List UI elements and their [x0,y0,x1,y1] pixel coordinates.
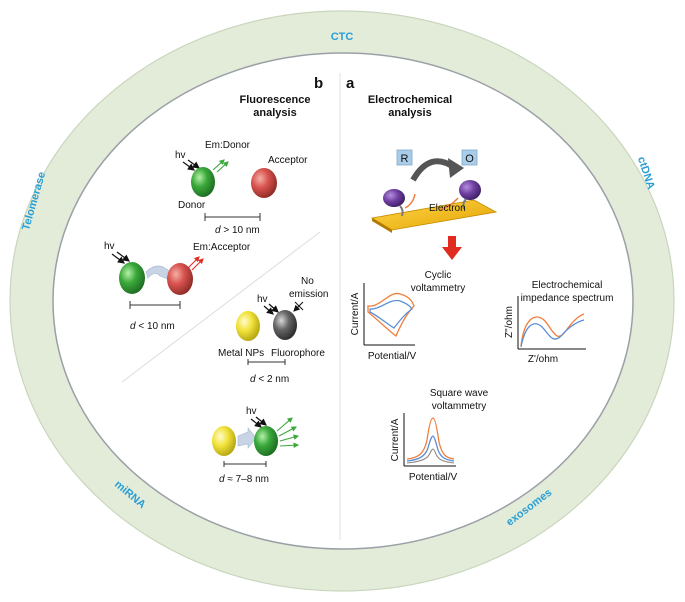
no-emission-label-1: No [301,276,314,287]
energy-transfer-arrow [237,427,257,449]
acceptor-sphere [167,263,193,295]
redox-arrowhead [448,158,464,178]
donor-sphere [191,167,215,197]
electrode-surface [370,199,498,231]
excitation-arrow [255,416,267,426]
swv-title-2: voltammetry [432,401,486,412]
emission-arrow-green [216,161,229,173]
enzyme-purple [383,189,405,207]
metal-nps-label: Metal NPs [218,348,264,359]
hv-label: hv [257,294,268,305]
eis-curve-orange [520,313,585,347]
panel-letter-a: a [346,75,355,92]
fluorescence-panel: Fluorescence analysis hv Em:Donor Donor … [104,94,328,485]
cv-title-1: Cyclic [425,270,452,281]
excitation-arrow [268,303,279,313]
donor-sphere [119,262,145,294]
metal-np-sphere [212,426,236,456]
panel-letter-b: b [314,75,323,92]
swv-curve-gray [406,448,455,464]
hv-label: hv [104,241,115,252]
acceptor-sphere [251,168,277,198]
excitation-arrow [116,251,130,262]
diagonal-divider [121,231,321,383]
electron-transfer-arrow [404,193,416,209]
electrochemical-title-line2: analysis [388,107,431,119]
down-arrow-shaft [448,236,456,248]
oxidized-label: O [465,153,474,165]
fluorophore-sphere [273,310,297,340]
fret-scenario-far: hv Em:Donor Donor Acceptor d > 10 nm [175,140,308,236]
block-mark [294,301,304,311]
eis-plot: Electrochemical impedance spectrum Z"/oh… [504,280,613,365]
electron-label: Electron [429,203,466,214]
fluorescence-title-line1: Fluorescence [240,94,311,106]
distance-label: d < 2 nm [250,374,289,385]
enzyme-stalk [399,205,404,217]
reduced-box [396,149,413,166]
fret-scenario-near: hv Em:Acceptor d < 10 nm [104,241,251,332]
eis-title-1: Electrochemical [532,280,603,291]
swv-ylabel: Current/A [390,418,401,461]
reduced-label: R [401,153,409,165]
eis-title-2: impedance spectrum [521,293,614,304]
metal-np-sphere [236,311,260,341]
distance-label: d < 10 nm [130,321,175,332]
blocked-emission-arrow [293,301,304,312]
cv-title-2: voltammetry [411,283,465,294]
hv-label: hv [175,150,186,161]
hv-label: hv [246,406,257,417]
cv-ylabel: Current/A [350,292,361,335]
excitation-arrow [187,159,200,169]
cv-plot: Cyclic voltammetry Current/A Potential/V [350,270,465,362]
enzyme-stalk [462,198,467,210]
swv-title-1: Square wave [430,388,489,399]
electrochemical-title-line1: Electrochemical [368,94,452,106]
cv-xlabel: Potential/V [368,351,417,362]
fluorophore-label: Fluorophore [271,348,325,359]
emission-arrow-green [278,426,297,437]
eis-xlabel: Z'/ohm [528,354,558,365]
swv-plot: Square wave voltammetry Current/A Potent… [390,388,489,483]
emission-arrow-green [279,442,300,448]
swv-xlabel: Potential/V [409,472,458,483]
emission-arrow-green [212,159,225,171]
enhancement-scenario: hv d ≈ 7–8 nm [212,406,300,485]
eis-curve-blue [520,319,585,348]
distance-label: d ≈ 7–8 nm [219,474,269,485]
fluorescence-title-line2: analysis [253,107,296,119]
emission-arrow-red [191,258,204,271]
emission-arrow-green [276,417,293,432]
emission-donor-label: Em:Donor [205,140,251,151]
electrochemical-panel: Electrochemical analysis R O Electron Cy… [350,94,613,483]
swv-curve-orange [406,417,455,460]
enzyme-purple [459,180,481,200]
oxidized-box [461,149,478,166]
donor-label: Donor [178,200,206,211]
fluorophore-sphere-green [254,426,278,456]
electron-transfer-arrow [439,197,459,211]
no-emission-label-2: emission [289,289,328,300]
ring-label-ctc: CTC [331,31,354,43]
electrode-edge [372,218,392,233]
acceptor-label: Acceptor [268,155,308,166]
emission-arrow-green [279,434,300,442]
distance-label: d > 10 nm [215,225,260,236]
excitation-arrow [111,253,125,264]
down-arrow-head [442,247,462,260]
eis-ylabel: Z"/ohm [504,306,515,338]
emission-arrow-red [187,256,200,269]
quenching-scenario: No emission hv Metal NPs Fluorophore d <… [218,276,328,385]
cv-curve-blue [369,299,413,329]
emission-acceptor-label: Em:Acceptor [193,242,251,253]
swv-curve-blue [406,435,455,462]
cv-curve-orange [367,292,415,338]
